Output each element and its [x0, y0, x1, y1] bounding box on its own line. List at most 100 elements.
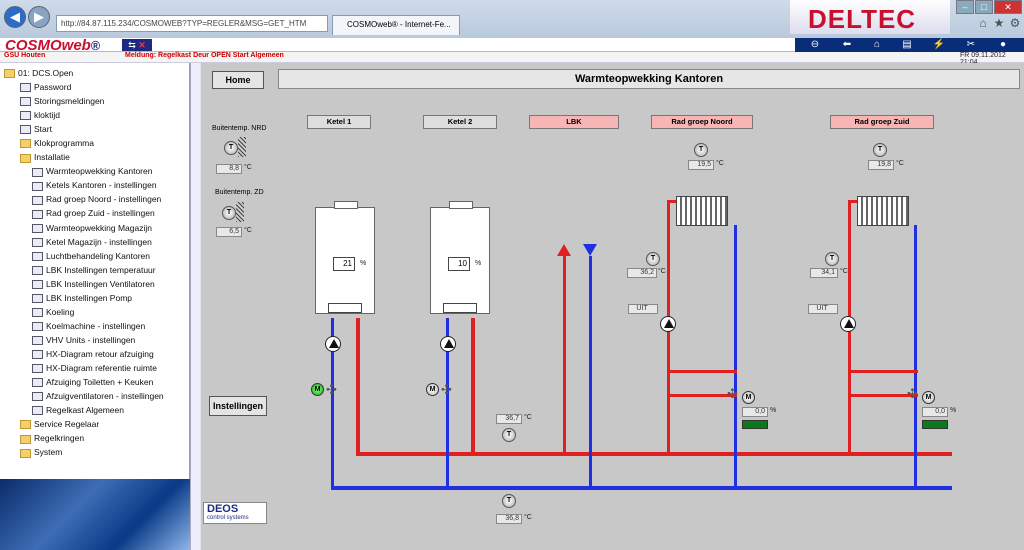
boiler2-pump-icon[interactable]	[440, 336, 456, 352]
noord-valve-motor-icon[interactable]: M	[742, 391, 755, 404]
tree-item[interactable]: Regelkast Algemeen	[32, 403, 124, 417]
site-name: GSU Houten	[4, 52, 46, 59]
home-button[interactable]: Home	[212, 71, 264, 89]
tree-item[interactable]: Ketels Kantoren - instellingen	[32, 178, 157, 192]
instellingen-button[interactable]: Instellingen	[209, 396, 267, 416]
tree-item[interactable]: Koeling	[32, 305, 74, 319]
page-icon	[20, 97, 31, 107]
back-icon[interactable]: ◀	[4, 6, 26, 28]
boiler-1[interactable]: 21 %	[315, 201, 375, 314]
tree-item[interactable]: Warmteopwekking Kantoren	[32, 164, 152, 178]
forward-icon[interactable]: ▶	[28, 6, 50, 28]
tree-item-label: Rad groep Zuid - instellingen	[46, 208, 155, 219]
lbk-supply-pipe	[563, 256, 566, 454]
logout-icon[interactable]: ⊖	[810, 39, 820, 50]
tree-item[interactable]: HX-Diagram retour afzuiging	[32, 347, 154, 361]
browser-tab[interactable]: COSMOweb® - Internet-Fe...	[332, 15, 460, 35]
boiler-2[interactable]: 10 %	[430, 201, 490, 314]
boiler1-valve-icon[interactable]: ✣	[326, 382, 337, 397]
zuid-bypass	[848, 394, 918, 397]
outside-temp-zd-value: 6,5	[216, 227, 242, 237]
boiler2-valve-icon[interactable]: ✣	[441, 382, 452, 397]
tree-scrollbar[interactable]	[190, 63, 200, 550]
tree-item-label: Regelkast Algemeen	[46, 405, 124, 416]
tree-toggle-icon[interactable]: ⇆ ✕	[122, 39, 152, 51]
minimize-icon[interactable]: –	[956, 0, 974, 14]
tree-item[interactable]: Storingsmeldingen	[20, 94, 104, 108]
home-icon[interactable]: ⌂	[979, 16, 987, 30]
tree-item[interactable]: Koelmachine - instellingen	[32, 319, 145, 333]
tree-item[interactable]: Installatie	[20, 150, 70, 164]
page-icon	[32, 336, 43, 346]
noord-pump-icon[interactable]	[660, 316, 676, 332]
tools-icon[interactable]: ✂	[966, 39, 976, 50]
tree-item[interactable]: LBK Instellingen Ventilatoren	[32, 277, 155, 291]
tree-item-label: Koelmachine - instellingen	[46, 320, 146, 331]
page-icon	[32, 350, 43, 360]
tools-icon[interactable]: ⚙	[1009, 16, 1021, 30]
folder-icon	[20, 153, 31, 163]
favorites-icon[interactable]: ★	[993, 16, 1005, 30]
help-icon[interactable]: ●	[999, 39, 1007, 50]
tree-item[interactable]: Klokprogramma	[20, 136, 94, 150]
tree-item[interactable]: HX-Diagram referentie ruimte	[32, 361, 157, 375]
supply-pipe	[471, 318, 475, 456]
maximize-icon[interactable]: □	[975, 0, 993, 14]
boiler1-valve-motor-icon[interactable]: M	[311, 383, 324, 396]
zuid-valve-motor-icon[interactable]: M	[922, 391, 935, 404]
close-icon[interactable]: ✕	[994, 0, 1022, 14]
tree-item[interactable]: Service Regelaar	[20, 417, 99, 431]
wall-icon	[236, 202, 244, 222]
tree-item[interactable]: VHV Units - instellingen	[32, 333, 135, 347]
tree-item-label: VHV Units - instellingen	[46, 334, 136, 345]
address-bar[interactable]: http://84.87.115.234/COSMOWEB?TYP=REGLER…	[56, 15, 328, 32]
tree-item[interactable]: Rad groep Noord - instellingen	[32, 192, 161, 206]
supply-temp-sensor-icon: T	[502, 428, 516, 442]
unit-celsius: °C	[244, 164, 252, 171]
lbk-label: LBK	[529, 115, 619, 129]
zuid-bypass	[848, 370, 918, 373]
zuid-valve-icon[interactable]: ✣	[907, 386, 918, 401]
noord-supply-sensor-icon: T	[646, 252, 660, 266]
return-pipe	[331, 318, 334, 490]
unit-percent: %	[360, 260, 367, 267]
tree-item[interactable]: Rad groep Zuid - instellingen	[32, 206, 155, 220]
zuid-pump-icon[interactable]	[840, 316, 856, 332]
tree-item[interactable]: Afzuigventilatoren - instellingen	[32, 389, 164, 403]
tree-item[interactable]: kloktijd	[20, 108, 60, 122]
folder-icon	[4, 69, 15, 79]
boiler2-valve-motor-icon[interactable]: M	[426, 383, 439, 396]
settings-icon[interactable]: ⚡	[932, 39, 946, 50]
tree-item[interactable]: LBK Instellingen temperatuur	[32, 263, 156, 277]
noord-bypass	[667, 394, 737, 397]
tree-item[interactable]: Start	[20, 122, 52, 136]
zuid-room-temp: 19,8	[868, 160, 894, 170]
chart-icon[interactable]: ▤	[902, 39, 912, 50]
tree-item[interactable]: LBK Instellingen Pomp	[32, 291, 132, 305]
tree-item[interactable]: Luchtbehandeling Kantoren	[32, 249, 150, 263]
page-title: Warmteopwekking Kantoren	[278, 69, 1020, 89]
tree-item[interactable]: Password	[20, 80, 71, 94]
home-icon[interactable]: ⌂	[873, 39, 881, 50]
tree-item[interactable]: Regelkringen	[20, 431, 84, 445]
page-icon	[32, 195, 43, 205]
boiler1-pump-icon[interactable]	[325, 336, 341, 352]
back-arrow-icon[interactable]: ⬅	[842, 39, 852, 50]
page-icon	[32, 279, 43, 289]
zuid-pump-status: UIT	[808, 304, 838, 314]
tree-item[interactable]: Ketel Magazijn - instellingen	[32, 235, 152, 249]
noord-valve-icon[interactable]: ✣	[727, 386, 738, 401]
unit-celsius: °C	[840, 268, 848, 275]
status-bar	[0, 52, 1024, 63]
tree-item[interactable]: Afzuiging Toiletten + Keuken	[32, 375, 153, 389]
toolbar: ⊖ ⬅ ⌂ ▤ ⚡ ✂ ●	[795, 38, 1024, 52]
page-icon	[32, 223, 43, 233]
tree-root[interactable]: 01: DCS.Open	[4, 66, 73, 80]
zuid-supply-pipe	[848, 200, 860, 203]
tree-item-label: Afzuiging Toiletten + Keuken	[46, 377, 154, 388]
page-icon	[32, 322, 43, 332]
noord-supply-temp: 36,2	[627, 268, 657, 278]
boiler2-modulation: 10	[448, 257, 470, 271]
tree-item[interactable]: Warmteopwekking Magazijn	[32, 221, 152, 235]
tree-item[interactable]: System	[20, 445, 62, 459]
